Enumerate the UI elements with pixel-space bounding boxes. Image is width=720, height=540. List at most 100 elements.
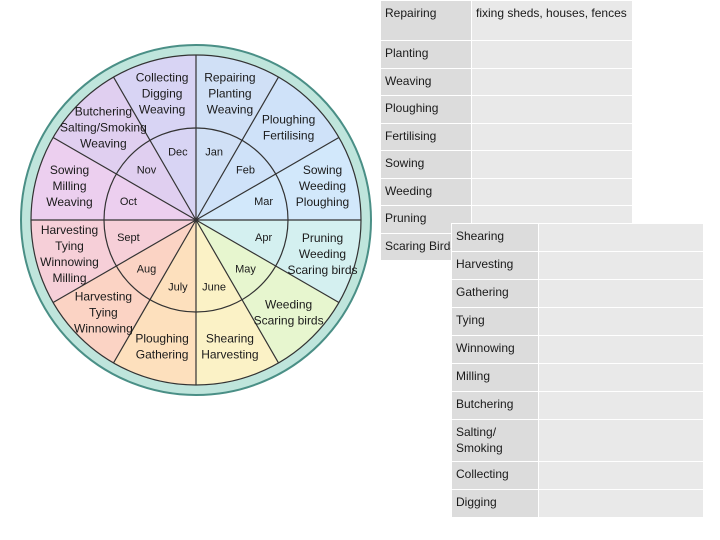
task-description-cell[interactable]	[538, 335, 704, 364]
task-label: Gathering	[136, 348, 189, 362]
task-label: Ploughing	[262, 112, 315, 126]
task-name-cell: Salting/ Smoking	[451, 419, 539, 462]
segment-nov	[53, 77, 196, 220]
task-label: Weeding	[265, 298, 312, 312]
task-name-cell: Butchering	[451, 391, 539, 420]
task-name-cell: Shearing	[451, 223, 539, 252]
task-table-bottom-row: Harvesting	[451, 251, 704, 280]
month-label: Jan	[205, 146, 223, 158]
task-description-cell[interactable]	[538, 391, 704, 420]
month-label: May	[235, 263, 256, 275]
task-label: Ploughing	[135, 332, 188, 346]
task-description-cell[interactable]	[471, 150, 633, 179]
task-label: Harvesting	[41, 223, 98, 237]
task-label: Scaring birds	[287, 263, 357, 277]
month-label: June	[202, 282, 226, 294]
segment-feb	[196, 77, 339, 220]
month-label: Feb	[236, 164, 255, 176]
task-label: Salting/Smoking	[60, 120, 147, 134]
task-label: Winnowing	[74, 322, 133, 336]
task-description-cell[interactable]	[471, 178, 633, 206]
spoke-line	[52, 219, 197, 304]
task-label: Sowing	[303, 163, 342, 177]
task-table-bottom-row: Tying	[451, 307, 704, 336]
task-table-top-row: Fertilising	[380, 123, 633, 151]
task-description-cell[interactable]	[471, 95, 633, 124]
task-name-cell: Harvesting	[451, 251, 539, 280]
task-table-bottom-row: Milling	[451, 363, 704, 392]
task-table-bottom-row: Salting/ Smoking	[451, 419, 704, 462]
task-description-cell[interactable]	[538, 251, 704, 280]
task-name-cell: Digging	[451, 489, 539, 518]
task-table-bottom-row: Winnowing	[451, 335, 704, 364]
spoke-line	[195, 136, 340, 221]
task-description-cell[interactable]	[471, 123, 633, 151]
task-label: Weeding	[299, 247, 346, 261]
task-label: Shearing	[206, 332, 254, 346]
spoke-line	[195, 219, 280, 364]
task-label: Weaving	[46, 195, 92, 209]
task-description-cell[interactable]	[538, 307, 704, 336]
task-description-cell[interactable]	[471, 68, 633, 96]
task-description-cell[interactable]	[538, 489, 704, 518]
task-label: Tying	[55, 239, 84, 253]
task-label: Butchering	[75, 104, 132, 118]
task-label: Harvesting	[201, 348, 258, 362]
task-description-cell[interactable]	[538, 363, 704, 392]
month-label: Apr	[255, 232, 272, 244]
task-table-bottom-row: Collecting	[451, 461, 704, 490]
spoke-line	[195, 219, 340, 304]
task-label: Milling	[52, 271, 86, 285]
task-name-cell: Sowing	[380, 150, 472, 179]
task-label: Repairing	[204, 71, 255, 85]
task-table-bottom-row: Butchering	[451, 391, 704, 420]
segment-may	[196, 220, 339, 363]
task-name-cell: Winnowing	[451, 335, 539, 364]
task-label: Planting	[208, 87, 251, 101]
task-name-cell: Ploughing	[380, 95, 472, 124]
spoke-line	[112, 219, 197, 364]
task-description-cell[interactable]: fixing sheds, houses, fences	[471, 0, 633, 41]
task-name-cell: Milling	[451, 363, 539, 392]
task-label: Weaving	[139, 103, 185, 117]
task-name-cell: Collecting	[451, 461, 539, 490]
task-description-cell[interactable]	[538, 419, 704, 462]
task-description-cell[interactable]	[538, 223, 704, 252]
task-name-cell: Weeding	[380, 178, 472, 206]
month-label: Oct	[120, 196, 137, 208]
task-label: Weeding	[299, 179, 346, 193]
task-name-cell: Fertilising	[380, 123, 472, 151]
task-description-cell[interactable]	[538, 461, 704, 490]
task-name-cell: Repairing	[380, 0, 472, 41]
task-label: Weaving	[80, 136, 126, 150]
task-label: Milling	[52, 179, 86, 193]
task-table-top-row: Weaving	[380, 68, 633, 96]
task-label: Fertilising	[263, 128, 314, 142]
task-description-cell[interactable]	[538, 279, 704, 308]
task-label: Ploughing	[296, 195, 349, 209]
month-label: Dec	[168, 146, 188, 158]
task-table-top-row: Planting	[380, 40, 633, 69]
month-label: July	[168, 282, 188, 294]
task-label: Weaving	[207, 103, 253, 117]
task-table-top-row: Ploughing	[380, 95, 633, 124]
task-description-cell[interactable]	[471, 40, 633, 69]
task-label: Sowing	[50, 163, 89, 177]
task-name-cell: Planting	[380, 40, 472, 69]
task-label: Pruning	[302, 231, 343, 245]
task-table-bottom-row: Digging	[451, 489, 704, 518]
